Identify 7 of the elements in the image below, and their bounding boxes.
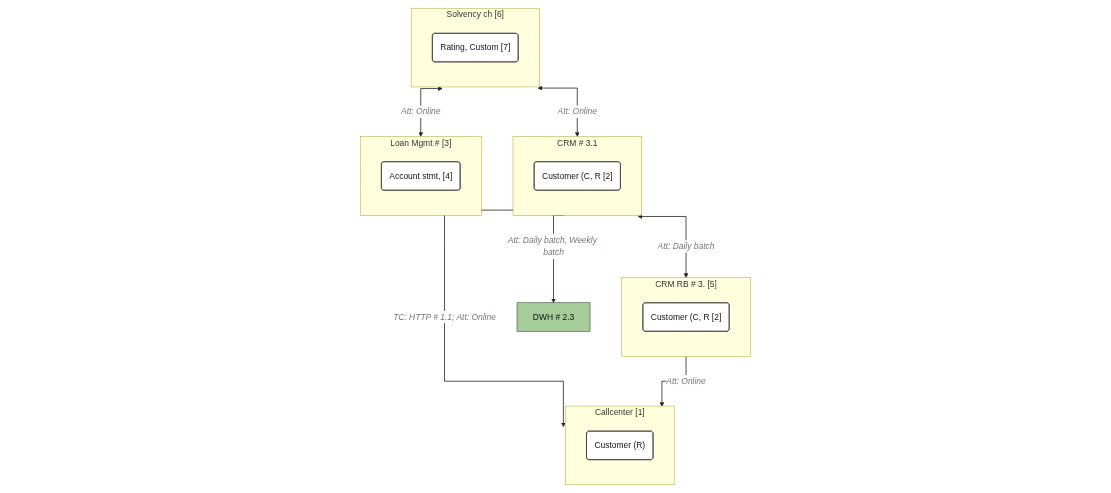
- edge-label: Att: Daily batch: [657, 241, 715, 251]
- node-box: DWH # 2.3: [516, 302, 591, 332]
- edge-label: Att: Online: [401, 107, 441, 116]
- edge-label: TC: HTTP # 1.1; Att: Online: [393, 312, 497, 322]
- edge-label: Att: Online: [666, 376, 706, 386]
- edge-label: Att: Online: [557, 107, 598, 116]
- edge-label: Att: Daily batch, Weekly batch: [508, 235, 598, 258]
